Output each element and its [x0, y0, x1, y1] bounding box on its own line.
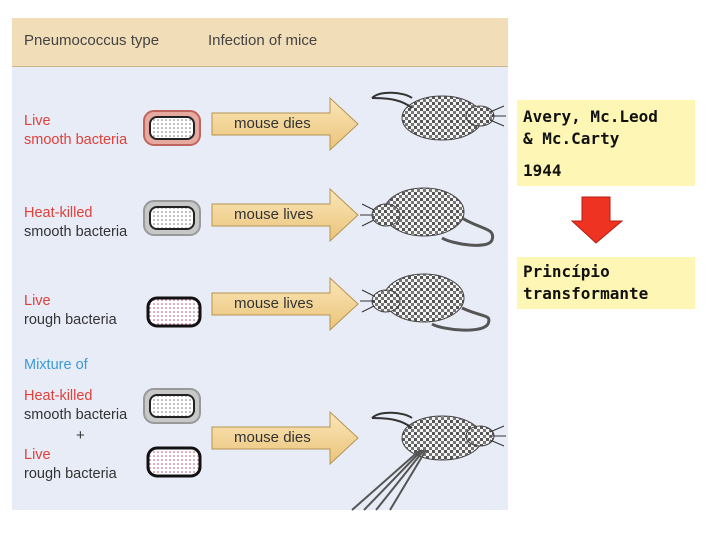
authors-note: Avery, Mc.Leod & Mc.Carty 1944 [517, 100, 695, 186]
row1-label: Live smooth bacteria [24, 112, 127, 150]
dissection-lines [351, 449, 427, 511]
bacteria-layer [143, 91, 506, 511]
arrow-row1 [211, 96, 359, 152]
dead-mouse-icon [371, 91, 506, 141]
arrow-row3 [211, 276, 359, 332]
mixture-heat-killed-smooth-bacterium [143, 388, 201, 424]
row4-label-a: Heat-killed smooth bacteria [24, 387, 127, 425]
row4-line4: rough bacteria [24, 466, 117, 482]
row1-result: mouse dies [234, 115, 311, 132]
live-mouse-icon [360, 187, 495, 247]
down-arrow-icon [570, 196, 624, 244]
year-label: 1944 [523, 161, 562, 180]
row2-line2: smooth bacteria [24, 224, 128, 240]
live-smooth-bacterium [143, 110, 201, 146]
arrow-row2 [211, 187, 359, 243]
row3-label: Live rough bacteria [24, 292, 117, 330]
conclusion-line2: transformante [523, 284, 649, 303]
row2-result: mouse lives [234, 206, 314, 223]
live-mouse-icon [360, 273, 491, 332]
row4-line3: Live [24, 447, 51, 463]
row4-plus: + [76, 427, 85, 444]
row3-result: mouse lives [234, 295, 314, 312]
griffith-figure: Pneumococcus type Infection of mice Live… [12, 18, 508, 511]
figure-header: Pneumococcus type Infection of mice [12, 18, 508, 67]
conclusion-line1: Princípio [523, 262, 610, 281]
row4-line1: Heat-killed [24, 388, 93, 404]
dead-mouse-icon [371, 411, 506, 461]
header-pneumococcus-type: Pneumococcus type [24, 32, 160, 49]
heat-killed-smooth-bacterium [143, 200, 201, 236]
row2-label: Heat-killed smooth bacteria [24, 204, 127, 242]
row1-line2: smooth bacteria [24, 132, 128, 148]
header-infection-of-mice: Infection of mice [208, 32, 318, 49]
live-rough-bacterium [146, 296, 202, 328]
authors-line1: Avery, Mc.Leod [523, 107, 658, 126]
mixture-live-rough-bacterium [146, 446, 202, 478]
row4-label-b: Live rough bacteria [24, 446, 117, 484]
row4-mixture-label: Mixture of [24, 357, 88, 373]
row2-line1: Heat-killed [24, 205, 93, 221]
row4-result: mouse dies [234, 429, 311, 446]
row3-line1: Live [24, 293, 51, 309]
authors-line2: & Mc.Carty [523, 129, 620, 148]
conclusion-note: Princípio transformante [517, 257, 695, 309]
row4-line2: smooth bacteria [24, 407, 128, 423]
row3-line2: rough bacteria [24, 312, 117, 328]
row1-line1: Live [24, 113, 51, 129]
arrow-row4 [211, 410, 359, 466]
